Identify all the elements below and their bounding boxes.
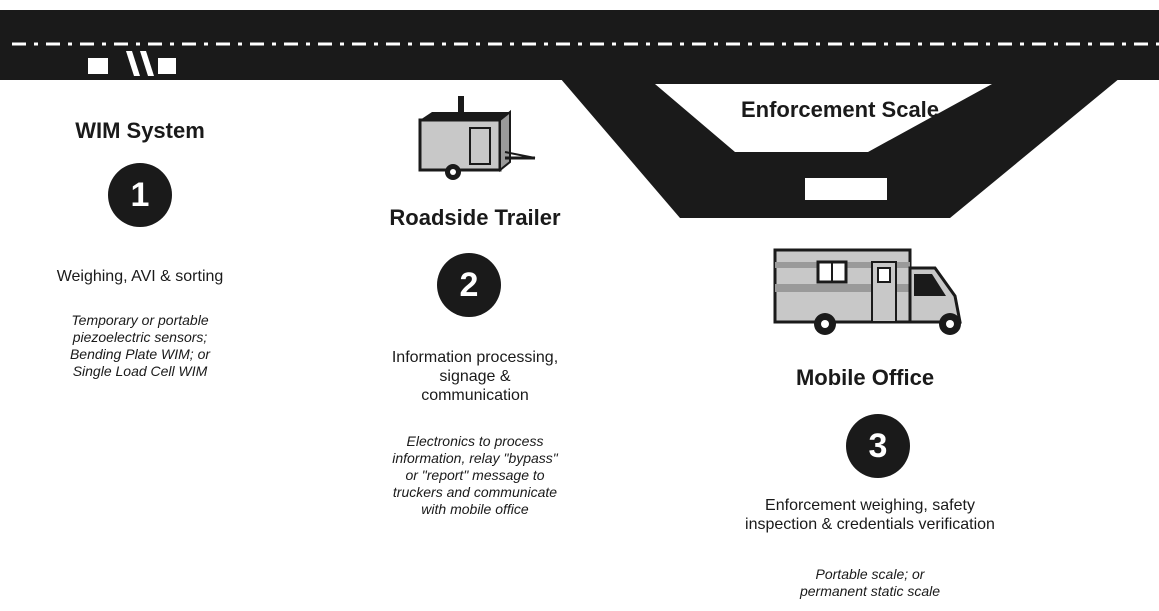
roadside-trailer-details: Electronics to process information, rela… (345, 433, 605, 518)
description-line: inspection & credentials verification (745, 516, 995, 533)
details-line: truckers and communicate (392, 484, 558, 500)
wim-system-details: Temporary or portable piezoelectric sens… (20, 312, 260, 380)
mobile-office-description: Enforcement weighing, safety inspection … (705, 496, 1035, 534)
details-line: permanent static scale (799, 583, 941, 599)
details-line: Temporary or portable (71, 312, 209, 328)
details-line: or "report" message to (405, 467, 545, 483)
mobile-office-heading: Mobile Office (795, 365, 935, 390)
wim-sensor-bar (140, 51, 154, 76)
details-line: with mobile office (421, 501, 529, 517)
details-line: Electronics to process (406, 433, 544, 449)
details-line: Portable scale; or (815, 566, 925, 582)
mobile-office-details: Portable scale; or permanent static scal… (740, 566, 1000, 600)
roadside-trailer-icon (418, 96, 536, 180)
description-line: Enforcement weighing, safety (765, 497, 975, 514)
wim-sensor-bar (126, 51, 140, 76)
details-line: Single Load Cell WIM (72, 363, 208, 379)
wim-system-description: Weighing, AVI & sorting (56, 268, 224, 285)
wim-sensor-pad-left (88, 58, 108, 74)
wim-system-heading: WIM System (75, 118, 205, 143)
details-line: Bending Plate WIM; or (69, 346, 211, 362)
roadside-trailer-heading: Roadside Trailer (389, 205, 561, 230)
details-line: piezoelectric sensors; (72, 329, 208, 345)
description-line: Information processing, (391, 349, 559, 366)
description-line: signage & (439, 368, 511, 385)
description-line: communication (421, 387, 529, 404)
wim-sensor-pad-right (158, 58, 176, 74)
enforcement-scale-label: Enforcement Scale (740, 97, 940, 122)
step-2-badge: 2 (437, 253, 501, 317)
roadside-trailer-description: Information processing, signage & commun… (355, 348, 595, 405)
scale-platform (805, 178, 887, 200)
details-line: information, relay "bypass" (392, 450, 558, 466)
mobile-office-icon (773, 248, 962, 335)
step-1-badge: 1 (108, 163, 172, 227)
step-3-badge: 3 (846, 414, 910, 478)
enforcement-scale-loop (560, 78, 1120, 218)
